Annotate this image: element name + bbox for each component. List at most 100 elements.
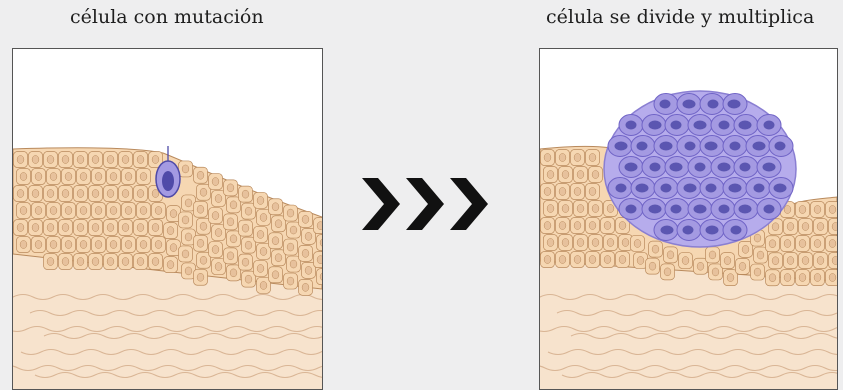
epithelial-cell bbox=[194, 201, 208, 217]
epithelial-cell bbox=[709, 264, 723, 280]
epithelial-cell bbox=[134, 186, 148, 202]
tumor-cell bbox=[677, 136, 701, 157]
epithelial-cell bbox=[739, 241, 753, 257]
epithelial-cell bbox=[59, 220, 73, 236]
epithelial-cell bbox=[89, 186, 103, 202]
tumor-cell bbox=[619, 199, 643, 220]
tumor-cell bbox=[700, 136, 724, 157]
epithelial-cell bbox=[269, 199, 283, 215]
epithelial-cell bbox=[92, 169, 106, 185]
epithelial-cell bbox=[826, 236, 838, 252]
tumor-cell bbox=[700, 178, 724, 199]
tumor-cell bbox=[665, 199, 689, 220]
epithelial-cell bbox=[122, 203, 136, 219]
tumor-cell bbox=[642, 157, 666, 178]
tumor-cell bbox=[711, 199, 735, 220]
tumor-cell bbox=[619, 115, 643, 136]
epithelial-cell bbox=[179, 161, 193, 177]
epithelial-cell bbox=[77, 237, 91, 253]
epithelial-cell bbox=[664, 247, 678, 263]
epithelial-cell bbox=[47, 237, 61, 253]
epithelial-cell bbox=[17, 203, 31, 219]
epithelial-cell bbox=[77, 169, 91, 185]
epithelial-cell bbox=[811, 270, 825, 286]
epithelial-cell bbox=[239, 186, 253, 202]
epithelial-cell bbox=[59, 186, 73, 202]
tumor-cell bbox=[711, 157, 735, 178]
epithelial-cell bbox=[574, 167, 588, 183]
epithelial-cell bbox=[589, 235, 603, 251]
epithelial-cell bbox=[254, 226, 268, 242]
epithelial-cell bbox=[164, 223, 178, 239]
epithelial-cell bbox=[811, 202, 825, 218]
caption-left: célula con mutación bbox=[70, 6, 264, 28]
epithelial-cell bbox=[284, 273, 298, 289]
tumor-cell bbox=[734, 199, 758, 220]
epithelial-cell bbox=[571, 252, 585, 268]
epithelial-cell bbox=[694, 258, 708, 274]
panel-division bbox=[539, 48, 838, 390]
epithelial-cell bbox=[544, 235, 558, 251]
epithelial-cell bbox=[17, 169, 31, 185]
epithelial-cell bbox=[92, 237, 106, 253]
epithelial-cell bbox=[122, 237, 136, 253]
epithelial-cell bbox=[137, 203, 151, 219]
tumor-cell bbox=[688, 199, 712, 220]
epithelial-cell bbox=[134, 220, 148, 236]
epithelial-cell bbox=[661, 264, 675, 280]
chevron-1 bbox=[362, 178, 400, 230]
epithelial-cell bbox=[74, 152, 88, 168]
epithelial-cell bbox=[589, 167, 603, 183]
epithelial-cell bbox=[826, 270, 838, 286]
epithelial-cell bbox=[799, 253, 813, 269]
epithelial-cell bbox=[269, 267, 283, 283]
tumor-cell bbox=[700, 220, 724, 241]
epithelial-cell bbox=[119, 254, 133, 270]
chevron-2 bbox=[406, 178, 444, 230]
epithelial-cell bbox=[541, 184, 555, 200]
epithelial-cell bbox=[77, 203, 91, 219]
tumor-cell bbox=[723, 136, 747, 157]
epithelial-cell bbox=[766, 270, 780, 286]
epithelial-cell bbox=[314, 252, 323, 268]
epithelial-cell bbox=[134, 152, 148, 168]
epithelial-cell bbox=[541, 150, 555, 166]
epithelial-cell bbox=[104, 220, 118, 236]
tumor-cell bbox=[677, 178, 701, 199]
epithelial-cell bbox=[586, 184, 600, 200]
epithelial-cell bbox=[32, 203, 46, 219]
epithelial-cell bbox=[137, 169, 151, 185]
tumor-cell bbox=[711, 115, 735, 136]
epithelial-cell bbox=[814, 219, 828, 235]
tumor-cell bbox=[723, 94, 747, 115]
epithelial-cell bbox=[32, 237, 46, 253]
epithelial-cell bbox=[736, 258, 750, 274]
epithelial-cell bbox=[89, 254, 103, 270]
epithelial-cell bbox=[559, 235, 573, 251]
epithelial-cell bbox=[119, 152, 133, 168]
epithelial-cell bbox=[149, 220, 163, 236]
epithelial-cell bbox=[604, 235, 618, 251]
tumor-cell bbox=[654, 220, 678, 241]
epithelial-cell bbox=[47, 203, 61, 219]
epithelial-cell bbox=[299, 211, 313, 227]
epithelial-cell bbox=[119, 220, 133, 236]
epithelial-cell bbox=[589, 201, 603, 217]
epithelial-cell bbox=[601, 218, 615, 234]
tumor-cell bbox=[654, 94, 678, 115]
tumor-cell bbox=[642, 115, 666, 136]
epithelial-cell bbox=[209, 174, 223, 190]
epithelial-cell bbox=[44, 254, 58, 270]
tumor-cell bbox=[757, 199, 781, 220]
epithelial-cell bbox=[62, 169, 76, 185]
epithelial-cell bbox=[74, 186, 88, 202]
epithelial-cell bbox=[574, 235, 588, 251]
epithelial-cell bbox=[784, 219, 798, 235]
tumor-cell bbox=[688, 157, 712, 178]
epithelial-cell bbox=[299, 279, 313, 295]
epithelial-cell bbox=[754, 247, 768, 263]
tumor-cell bbox=[723, 178, 747, 199]
caption-right: célula se divide y multiplica bbox=[546, 6, 814, 28]
epithelial-cell bbox=[829, 253, 838, 269]
panel-mutation bbox=[12, 48, 323, 390]
